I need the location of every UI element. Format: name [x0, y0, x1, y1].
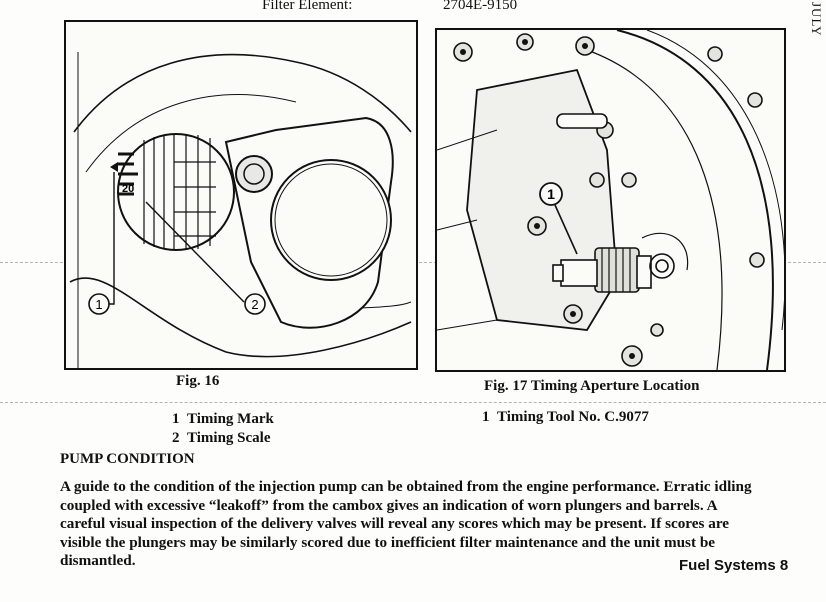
legend-item: 1 Timing Tool No. C.9077 — [482, 408, 649, 427]
section-paragraph: A guide to the condition of the injectio… — [60, 478, 752, 570]
timing-mark-drawing: 20 1 2 — [69, 52, 412, 368]
callout-1: 1 — [547, 186, 555, 202]
legend-item: 1 Timing Mark — [172, 410, 274, 429]
scan-line — [0, 402, 826, 403]
scale-number-20: 20 — [122, 183, 134, 195]
figure-16-illustration: 20 1 2 — [64, 20, 418, 370]
legend-item: 2 Timing Scale — [172, 429, 274, 448]
callout-1: 1 — [95, 297, 102, 312]
figure-17-caption: Fig. 17 Timing Aperture Location — [484, 378, 700, 394]
figure-17-legend: 1 Timing Tool No. C.9077 — [482, 408, 649, 427]
section-heading: PUMP CONDITION — [60, 451, 195, 467]
page-footer: Fuel Systems 8 — [679, 557, 789, 574]
legend-number: 1 — [172, 411, 180, 427]
part-number: 2704E-9150 — [443, 0, 518, 13]
timing-aperture-drawing: 1 — [437, 30, 784, 370]
legend-text: Timing Mark — [187, 411, 274, 427]
callout-2: 2 — [251, 297, 258, 312]
legend-number: 1 — [482, 409, 490, 425]
figure-16-caption: Fig. 16 — [176, 373, 220, 389]
legend-text: Timing Scale — [187, 430, 271, 446]
side-tab-month: JULY — [809, 2, 824, 37]
figure-16-legend: 1 Timing Mark 2 Timing Scale — [172, 410, 274, 448]
figure-17-illustration: 1 — [435, 28, 786, 372]
legend-text: Timing Tool No. C.9077 — [497, 409, 649, 425]
legend-number: 2 — [172, 430, 180, 446]
filter-element-label: Filter Element: — [262, 0, 353, 13]
